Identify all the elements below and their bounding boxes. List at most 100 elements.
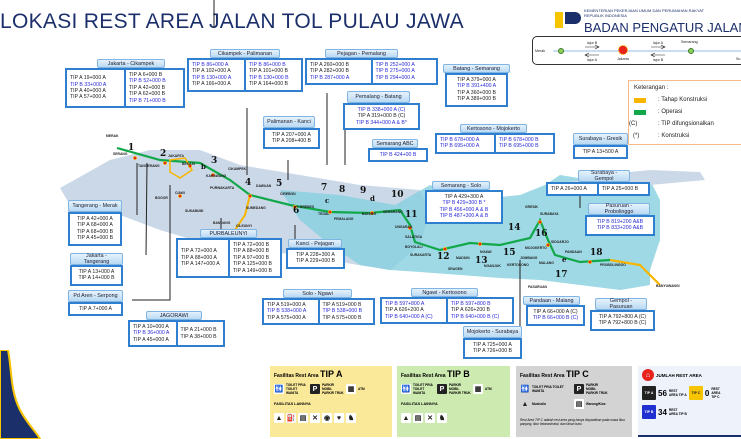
semarang-abc-header: Semarang ABC: [372, 139, 418, 148]
batang-semarang-header: Batang - Semarang: [443, 64, 510, 73]
rest-area-entry: TIP A 726+000 B: [473, 348, 512, 355]
rest-area-entry: TIP A 38+000 B: [180, 333, 217, 340]
rest-area-entry: TIP A 792+800 B (C): [598, 320, 647, 327]
rest-area-entry: TIP B 424+00 B: [379, 152, 417, 158]
rest-area-entry: TIP A 13+500 A: [582, 149, 619, 155]
pemalang-batang-header: Pemalang - Batang: [347, 91, 410, 103]
map-letter: e: [562, 255, 567, 264]
rest-area-entry: TIP B 33+000 A: [70, 81, 107, 88]
city-label: SERANG: [113, 152, 128, 156]
box-column: TIP A 13+500 A: [575, 147, 626, 157]
rest-area-entry: TIP A 166+000 A: [192, 81, 231, 88]
rest-area-entry: TIP A 164+000 B: [249, 81, 288, 88]
rest-area-entry: TIP A 228+300 A: [296, 252, 335, 258]
city-label: BANYUWANGI: [656, 284, 680, 288]
rest-area-entry: TIP B 538+000 A: [267, 308, 307, 315]
rest-area-entry: TIP A 57+000 A: [70, 94, 106, 101]
rest-area-entry: TIP A 575+000 B: [322, 314, 362, 321]
city-label: MALANG: [539, 261, 554, 265]
city-label: SIDOARJO: [551, 240, 569, 244]
city-label: CILEUNYI: [236, 224, 252, 228]
toilet-label: TOILET PRIA TOILET WANITA: [532, 385, 564, 393]
rest-area-entry: TIP A 519+000 B: [322, 302, 362, 308]
map-number: 11: [405, 210, 418, 220]
city-label: KERTOSONO: [507, 263, 529, 267]
restaurant-icon: ✕: [425, 413, 435, 423]
toll-route-konstruksi-bandung: [234, 194, 251, 231]
city-label: SRAGEN: [448, 267, 463, 271]
map-number: 18: [590, 248, 603, 258]
legend-konstruksi-star: (*) : Konstruksi: [633, 133, 689, 139]
rest-area-entry: TIP B 597+800 A: [385, 301, 425, 307]
pd-aren-serpong-box: TIP A 7+000 A: [68, 302, 123, 317]
rooster-icon: ♞: [437, 413, 447, 423]
rest-area-entry: TIP A 626+200 A: [385, 307, 424, 314]
tip-a-count: 56: [658, 388, 667, 398]
rest-area-entry: TIP A 66+000 A (C): [533, 309, 578, 315]
rest-area-entry: TIP A 68+000 A: [77, 222, 113, 229]
panel-title: Fasilitas Rest Area TIP C: [520, 369, 589, 379]
map-number: 7: [321, 183, 328, 193]
rest-area-entry: TIP A 19+000 A: [70, 75, 106, 82]
facilities-tip-a: Fasilitas Rest Area TIP A 🚻TOILET PRIA T…: [270, 366, 392, 437]
jagorawi-header: JAGORAWI: [146, 311, 202, 320]
rest-area-entry: TIP A 40+000 A: [70, 88, 106, 95]
legend-label: : Konstruksi: [658, 133, 690, 139]
pandaan-malang-header: Pandaan - Malang: [523, 296, 580, 305]
pandaan-malang-box: TIP A 66+000 A (C)TIP B 66+000 B (C): [526, 305, 585, 326]
rest-area-entry: TIP A 360+000 B: [457, 89, 496, 96]
rest-area-entry: TIP A 25+000 B: [602, 186, 639, 192]
map-number: 6: [293, 206, 300, 216]
surabaya-gresik-box: TIP A 13+500 A: [573, 145, 628, 160]
box-column: TIP A 25+000 B: [597, 184, 648, 195]
legend-key: (*): [633, 133, 640, 139]
map-number: 12: [437, 252, 450, 262]
legend-difungsionalkan: (C): TIP difungsionalkan: [629, 121, 714, 127]
palimanan-kanci-header: Palimanan - Kanci: [263, 116, 315, 128]
legend-key: (C): [629, 121, 638, 127]
rest-area-entry: TIP B 86+000 B: [249, 62, 286, 68]
rest-area-entry: TIP B 819+200 A&B: [596, 219, 644, 225]
pd-aren-serpong-header: Pd Aren - Serpong: [68, 290, 123, 302]
rest-area-entry: TIP B 344+000 A & B*: [356, 119, 407, 126]
rest-area-entry: TIP A 319+000 B (C): [357, 113, 406, 120]
surabaya-gempol-header: Surabaya - Gempol: [578, 170, 630, 182]
panel-title: Fasilitas Rest Area TIP B: [401, 369, 470, 379]
page-title: LOKASI REST AREA JALAN TOL PULAU JAWA: [0, 10, 464, 33]
rest-area-entry: TIP A 229+000 B: [296, 258, 335, 265]
ministry-name: KEMENTERIAN PEKERJAAN UMUM DAN PERUMAHAN…: [584, 8, 705, 18]
toilet-label: TOILET PRIA TOILET WANITA: [286, 383, 306, 395]
lane-label: lajur B: [653, 58, 664, 62]
rest-area-entry: TIP B 86+000 A: [192, 62, 229, 68]
rooster-icon: ♞: [346, 413, 356, 423]
map-letter: d: [370, 194, 375, 203]
map-number: 14: [508, 223, 521, 233]
agency-name: BADAN PENGATUR JALAN TOL: [584, 20, 741, 35]
rest-area-icon: ⌂: [642, 369, 654, 381]
rest-area-entry: TIP A 21+000 B: [180, 327, 217, 334]
rest-area-entry: TIP A 575+000 A: [267, 314, 306, 321]
health-icon: ♥: [334, 413, 344, 423]
rest-area-entry: TIP A 147+000 A: [181, 261, 220, 268]
rest-area-entry: TIP B 678+000 A: [440, 137, 480, 143]
route-surabaya: Su: [736, 57, 741, 61]
rest-area-entry: TIP B 695+000 B: [499, 143, 539, 150]
rest-area-entry: TIP B 287+000 A: [310, 74, 350, 81]
map-number: 9: [360, 186, 367, 196]
map-number: 17: [555, 270, 568, 280]
rest-area-entry: TIP B 275+000 A: [375, 68, 415, 75]
legend: Keterangan : : Tahap Konstruksi : Operas…: [628, 80, 741, 145]
decorative-wave: [0, 350, 42, 439]
